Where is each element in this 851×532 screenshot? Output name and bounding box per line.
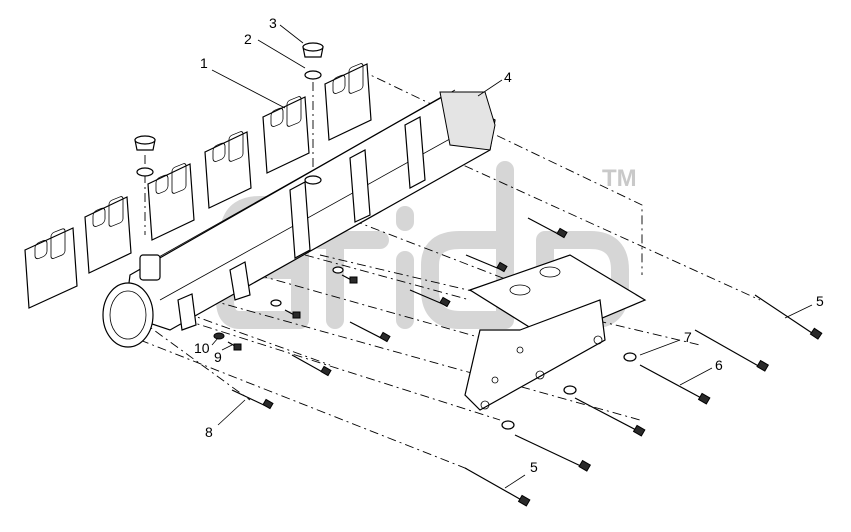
washers — [213, 266, 637, 430]
bolts — [227, 217, 823, 507]
short-bolt — [341, 274, 358, 284]
bolt — [231, 389, 274, 410]
plug-caps — [134, 42, 324, 177]
callout-1: 1 — [200, 55, 208, 71]
callout-9: 9 — [214, 349, 222, 365]
bolt — [527, 217, 568, 239]
gasket — [324, 63, 372, 141]
bolt — [694, 329, 770, 372]
bolt — [574, 397, 646, 437]
bolt — [465, 254, 508, 273]
callout-5-upper: 5 — [816, 293, 824, 309]
callout-3: 3 — [269, 15, 277, 31]
callout-6: 6 — [715, 357, 723, 373]
gasket-set — [24, 63, 372, 309]
gasket — [204, 131, 252, 209]
gasket — [147, 163, 195, 241]
callout-7: 7 — [684, 329, 692, 345]
callout-2: 2 — [244, 31, 252, 47]
exhaust-manifold — [102, 89, 496, 348]
short-bolt — [284, 309, 301, 319]
bolt — [464, 467, 531, 507]
callout-8: 8 — [205, 424, 213, 440]
short-bolt — [227, 341, 242, 351]
leader-lines — [211, 24, 813, 489]
gasket — [24, 227, 78, 309]
trademark-label: TM — [602, 165, 637, 192]
callout-4: 4 — [504, 69, 512, 85]
bolt — [291, 354, 332, 377]
bolt — [349, 321, 391, 343]
bolt — [639, 364, 711, 405]
gasket — [84, 196, 132, 274]
callout-10: 10 — [194, 340, 210, 356]
bolt — [409, 289, 451, 308]
bolt — [514, 434, 592, 472]
callout-labels: 1 2 3 4 5 5 6 7 8 9 10 — [194, 15, 824, 475]
mounting-bracket — [464, 254, 647, 411]
callout-5-lower: 5 — [530, 459, 538, 475]
bolt — [754, 294, 823, 340]
gasket — [262, 96, 310, 174]
